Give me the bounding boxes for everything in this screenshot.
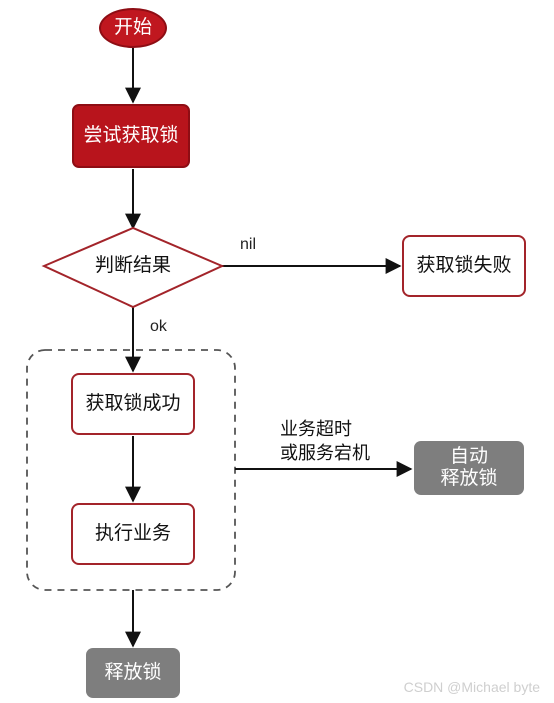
judge-label: 判断结果 (94, 255, 171, 276)
auto-release-line2: 释放锁 (440, 468, 498, 489)
csdn-watermark: CSDN @Michael byte (403, 679, 540, 695)
business-node: 执行业务 (71, 503, 195, 565)
auto-release-node: 自动 释放锁 (414, 441, 524, 495)
release-label: 释放锁 (104, 662, 162, 683)
start-label: 开始 (113, 17, 152, 38)
try-lock-label: 尝试获取锁 (83, 125, 179, 146)
timeout-label-line2: 或服务宕机 (280, 443, 370, 463)
start-node: 开始 (99, 8, 167, 48)
success-label: 获取锁成功 (85, 393, 181, 414)
nil-edge-label: nil (240, 236, 257, 253)
ok-edge-label: ok (150, 318, 167, 335)
timeout-label-line1: 业务超时 (280, 419, 352, 439)
success-node: 获取锁成功 (71, 373, 195, 435)
release-node: 释放锁 (86, 648, 180, 698)
auto-release-line1: 自动 (449, 446, 488, 467)
fail-label: 获取锁失败 (416, 255, 512, 276)
fail-node: 获取锁失败 (402, 235, 526, 297)
try-lock-node: 尝试获取锁 (72, 104, 190, 168)
decision-diamond (41, 226, 225, 309)
timeout-edge-label: 业务超时 或服务宕机 (280, 417, 370, 465)
business-label: 执行业务 (94, 523, 171, 544)
judge-node: 判断结果 (60, 252, 206, 280)
